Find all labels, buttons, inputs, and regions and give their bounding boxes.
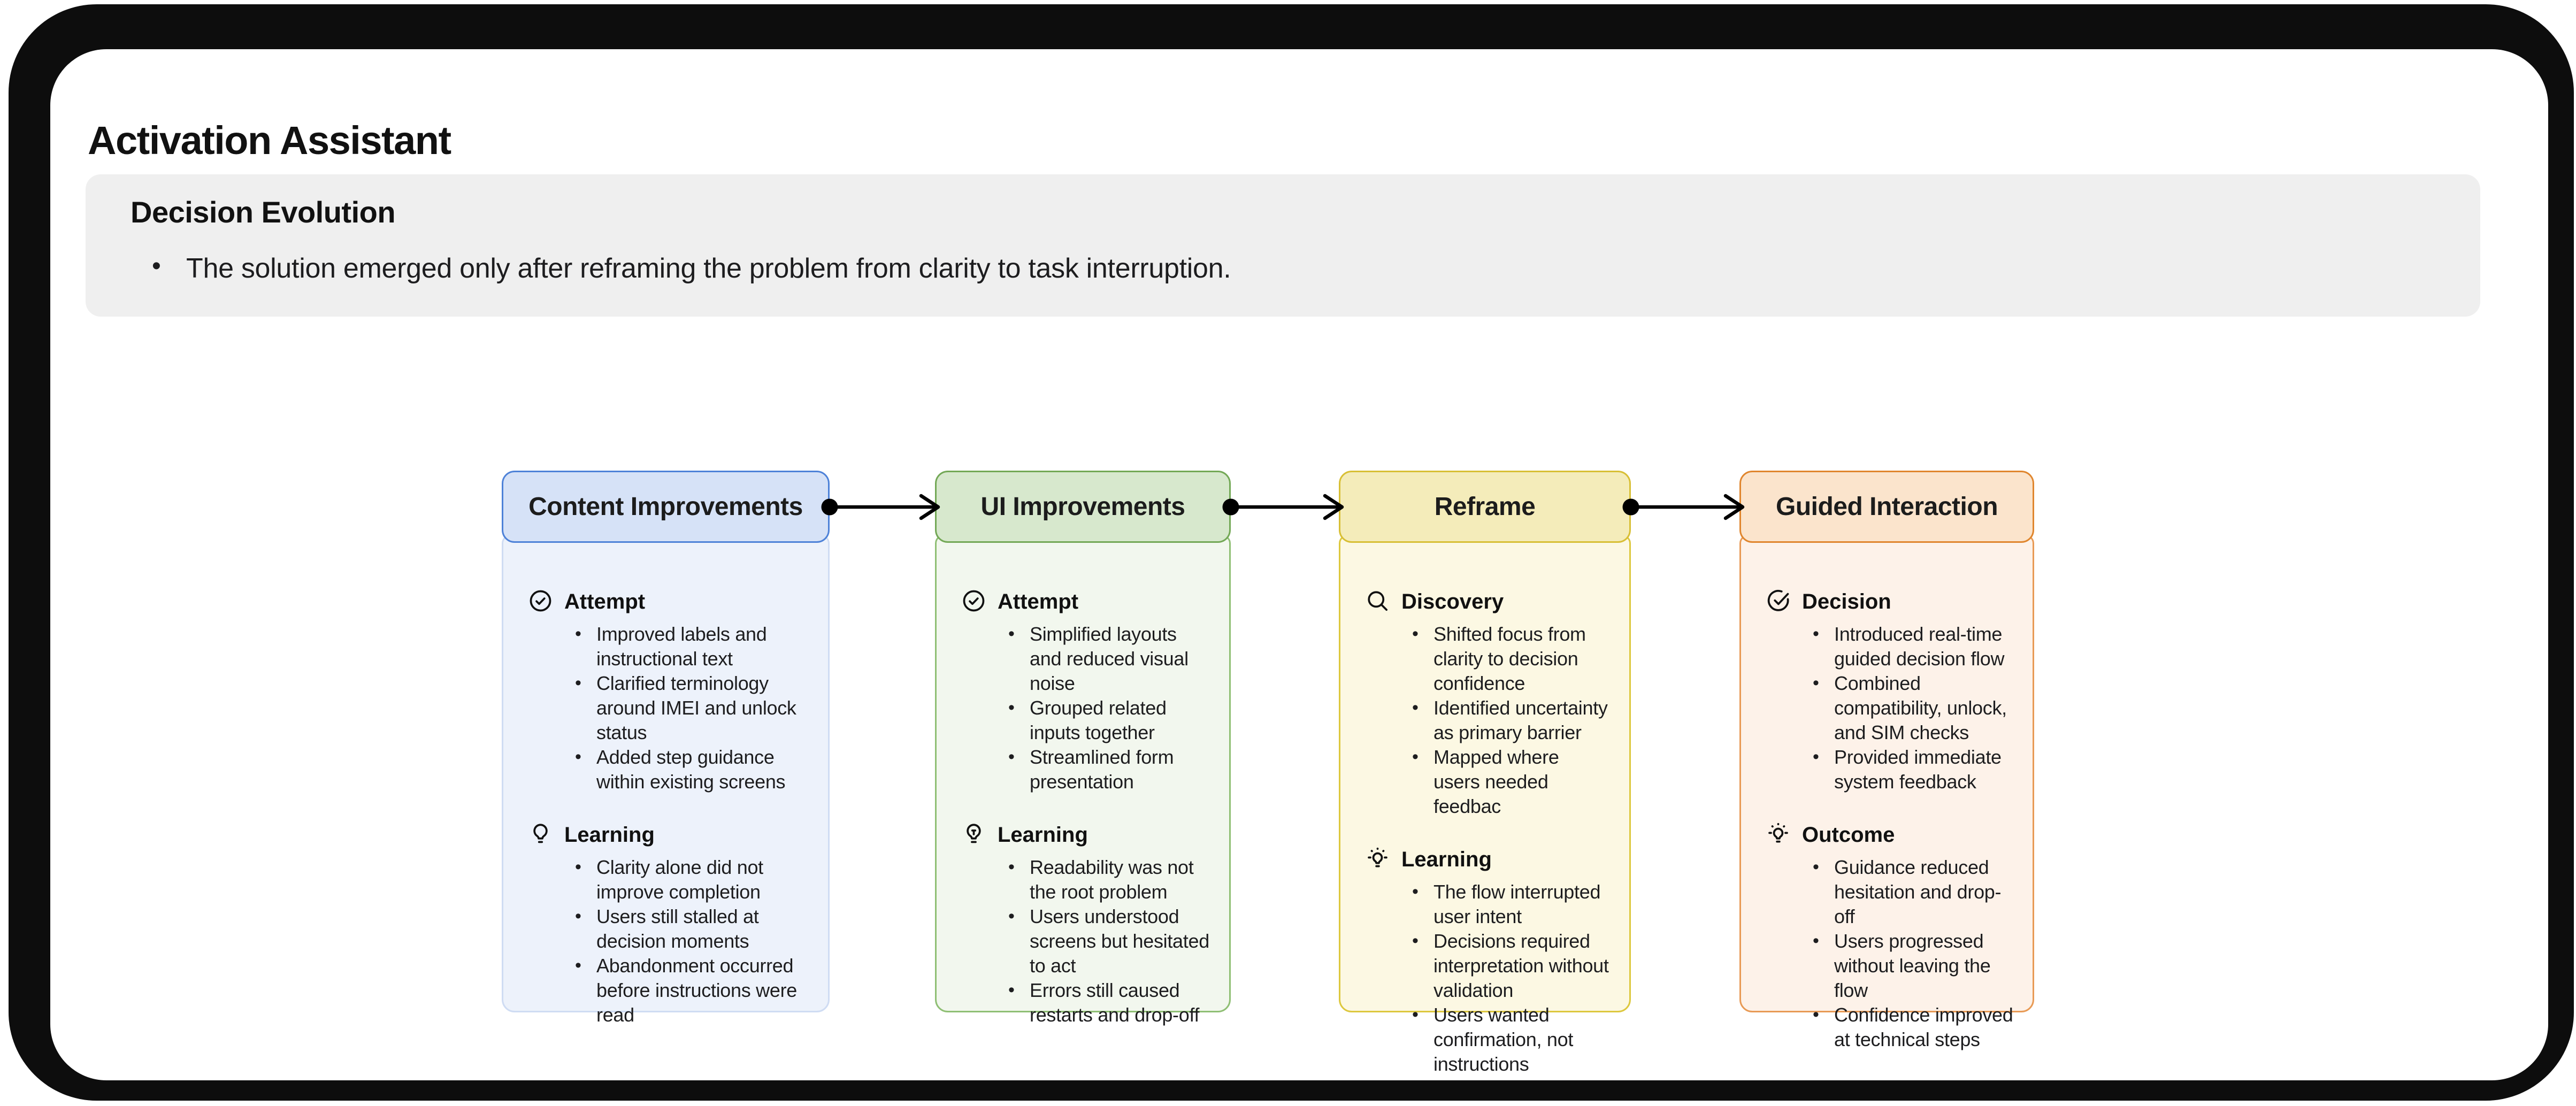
bullet-item: Users wanted confirmation, not instructi… — [1410, 1002, 1610, 1077]
section-bullet-list: Introduced real-time guided decision flo… — [1811, 621, 2013, 794]
section-content: OutcomeGuidance reduced hesitation and d… — [1802, 823, 2013, 1052]
flow-card-header: UI Improvements — [935, 471, 1231, 543]
flow-card: ReframeDiscoveryShifted focus from clari… — [1339, 471, 1631, 1075]
section-content: DiscoveryShifted focus from clarity to d… — [1401, 590, 1610, 819]
lightbulb-rays-icon — [1365, 847, 1391, 1077]
summary-bullet-text: The solution emerged only after reframin… — [186, 253, 1231, 284]
section-content: LearningReadability was not the root pro… — [998, 823, 1210, 1027]
section-bullet-list: Readability was not the root problemUser… — [1006, 855, 1210, 1027]
circle-check-icon — [528, 590, 554, 794]
flow-card: Guided InteractionDecisionIntroduced rea… — [1739, 471, 2034, 1050]
bullet-item: Users understood screens but hesitated t… — [1006, 904, 1210, 978]
flow-card-body: DecisionIntroduced real-time guided deci… — [1739, 535, 2034, 1050]
section-content: LearningThe flow interrupted user intent… — [1401, 848, 1610, 1077]
section-content: AttemptImproved labels and instructional… — [564, 590, 809, 794]
connector-arrowhead-icon — [1723, 494, 1745, 520]
bullet-item: Mapped where users needed feedbac — [1410, 744, 1610, 819]
bullet-item: Combined compatibility, unlock, and SIM … — [1811, 671, 2013, 745]
bullet-item: Simplified layouts and reduced visual no… — [1006, 621, 1210, 696]
flow-card-header: Content Improvements — [502, 471, 830, 543]
section-label: Learning — [1401, 848, 1492, 871]
lightbulb-rays-icon — [1766, 823, 1791, 1052]
connector-arrow — [1221, 490, 1348, 524]
page-title: Activation Assistant — [88, 118, 451, 163]
bullet-item: The flow interrupted user intent — [1410, 879, 1610, 929]
section-bullet-list: Improved labels and instructional textCl… — [573, 621, 809, 794]
lightbulb-filament-icon — [961, 823, 987, 1027]
bullet-item: Added step guidance within existing scre… — [573, 744, 809, 794]
section-content: AttemptSimplified layouts and reduced vi… — [998, 590, 1210, 794]
section-bullet-list: Shifted focus from clarity to decision c… — [1410, 621, 1610, 819]
flow-section: LearningReadability was not the root pro… — [961, 823, 1210, 1027]
search-icon — [1365, 590, 1391, 819]
connector-arrowhead-icon — [1323, 494, 1344, 520]
flow-card-title: Guided Interaction — [1775, 493, 1998, 521]
bullet-item: Clarity alone did not improve completion — [573, 855, 809, 904]
section-label: Attempt — [998, 590, 1079, 613]
bullet-item: Guidance reduced hesitation and drop-off — [1811, 855, 2013, 929]
section-label: Discovery — [1401, 590, 1504, 613]
flow-card-body: AttemptSimplified layouts and reduced vi… — [935, 535, 1231, 1026]
bullet-item: Readability was not the root problem — [1006, 855, 1210, 904]
bullet-item: Introduced real-time guided decision flo… — [1811, 621, 2013, 671]
bullet-item: Grouped related inputs together — [1006, 695, 1210, 745]
summary-bullet-item: The solution emerged only after reframin… — [152, 251, 1231, 285]
bullet-item: Errors still caused restarts and drop-of… — [1006, 978, 1210, 1027]
flow-section: AttemptSimplified layouts and reduced vi… — [961, 590, 1210, 794]
circle-check-big-icon — [1766, 589, 1791, 794]
section-label: Decision — [1802, 590, 1891, 613]
bullet-item: Improved labels and instructional text — [573, 621, 809, 671]
section-bullet-list: The flow interrupted user intentDecision… — [1410, 879, 1610, 1077]
section-bullet-list: Clarity alone did not improve completion… — [573, 855, 809, 1027]
section-content: DecisionIntroduced real-time guided deci… — [1802, 590, 2013, 794]
summary-title: Decision Evolution — [131, 195, 396, 229]
flow-card-body: AttemptImproved labels and instructional… — [502, 535, 830, 1026]
connector-arrow — [1621, 490, 1749, 524]
section-label: Outcome — [1802, 823, 1895, 847]
flow-card-title: Reframe — [1434, 493, 1536, 521]
flow-section: OutcomeGuidance reduced hesitation and d… — [1766, 823, 2013, 1052]
flow-card-title: UI Improvements — [980, 493, 1185, 521]
flow-section: DiscoveryShifted focus from clarity to d… — [1365, 590, 1610, 819]
section-label: Attempt — [564, 590, 646, 613]
bullet-item: Users progressed without leaving the flo… — [1811, 928, 2013, 1003]
flow-section: LearningClarity alone did not improve co… — [528, 823, 809, 1027]
lightbulb-icon — [528, 823, 554, 1027]
section-bullet-list: Guidance reduced hesitation and drop-off… — [1811, 855, 2013, 1052]
bullet-item: Decisions required interpretation withou… — [1410, 928, 1610, 1003]
flow-section: LearningThe flow interrupted user intent… — [1365, 847, 1610, 1077]
flow-card: UI ImprovementsAttemptSimplified layouts… — [935, 471, 1231, 1026]
bullet-item: Streamlined form presentation — [1006, 744, 1210, 794]
section-label: Learning — [564, 823, 655, 847]
flow-card-body: DiscoveryShifted focus from clarity to d… — [1339, 535, 1631, 1075]
bullet-item: Confidence improved at technical steps — [1811, 1002, 2013, 1052]
bullet-item: Identified uncertainty as primary barrie… — [1410, 695, 1610, 745]
bullet-item: Abandonment occurred before instructions… — [573, 953, 809, 1027]
bullet-item: Users still stalled at decision moments — [573, 904, 809, 954]
connector-arrowhead-icon — [919, 494, 940, 520]
bullet-item: Provided immediate system feedback — [1811, 744, 2013, 794]
flow-card-header: Guided Interaction — [1739, 471, 2034, 543]
section-bullet-list: Simplified layouts and reduced visual no… — [1006, 621, 1210, 794]
flow-card: Content ImprovementsAttemptImproved labe… — [502, 471, 830, 1026]
bullet-item: Clarified terminology around IMEI and un… — [573, 671, 809, 745]
section-label: Learning — [998, 823, 1088, 847]
flow-section: DecisionIntroduced real-time guided deci… — [1766, 589, 2013, 794]
summary-card: Decision Evolution The solution emerged … — [86, 174, 2480, 317]
flow-card-header: Reframe — [1339, 471, 1631, 543]
section-content: LearningClarity alone did not improve co… — [564, 823, 809, 1027]
circle-check-icon — [961, 590, 987, 794]
flow-section: AttemptImproved labels and instructional… — [528, 590, 809, 794]
bullet-item: Shifted focus from clarity to decision c… — [1410, 621, 1610, 696]
flow-card-title: Content Improvements — [528, 493, 803, 521]
connector-arrow — [820, 490, 945, 524]
